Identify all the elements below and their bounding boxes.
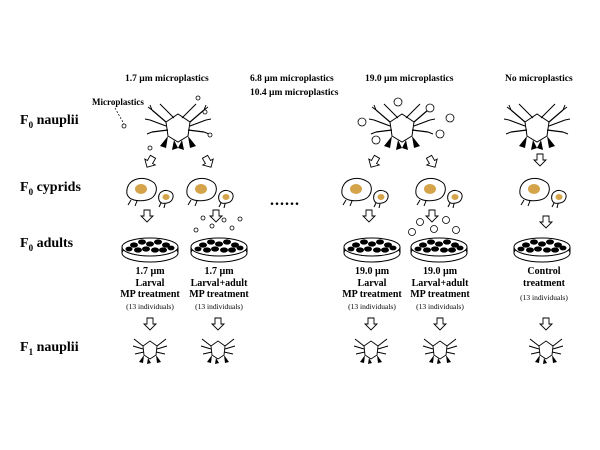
microplastics-label: Microplastics bbox=[92, 97, 144, 107]
treatment-3: 19.0 µm Larval MP treatment (13 individu… bbox=[332, 266, 412, 312]
header-col2a: 6.8 µm microplastics bbox=[250, 74, 334, 84]
microplastics-pointer bbox=[114, 107, 125, 125]
stage-subscript: 0 bbox=[28, 119, 34, 130]
arrow-n-c-3 bbox=[365, 153, 383, 171]
treatment-line1: 1.7 µm bbox=[204, 266, 234, 277]
treatment-line3: MP treatment bbox=[120, 289, 180, 300]
stage-f1-nauplii: F1 nauplii bbox=[20, 340, 79, 357]
stage-name: cyprids bbox=[33, 180, 81, 195]
cyprid-2 bbox=[186, 177, 234, 209]
treatment-line1: 19.0 µm bbox=[354, 266, 390, 277]
header-col3: 19.0 µm microplastics bbox=[365, 74, 454, 84]
dish-4 bbox=[410, 237, 468, 263]
treatment-note: (13 individuals) bbox=[348, 301, 396, 311]
f1-nauplius-4 bbox=[422, 338, 458, 365]
f1-nauplius-1 bbox=[132, 338, 168, 365]
arrow-a-f1-5 bbox=[539, 317, 553, 331]
stage-f0-cyprids: F0 cyprids bbox=[20, 180, 81, 197]
arrow-a-f1-3 bbox=[364, 317, 378, 331]
treatment-line1: Control bbox=[527, 266, 561, 277]
treatment-4: 19.0 µm Larval+adult MP treatment (13 in… bbox=[400, 266, 480, 312]
stage-f0-nauplii: F0 nauplii bbox=[20, 113, 79, 130]
arrow-c-a-5 bbox=[539, 215, 553, 229]
stage-letter: F bbox=[20, 180, 29, 195]
header-col4: No microplastics bbox=[505, 74, 573, 84]
cyprid-5 bbox=[519, 177, 567, 209]
arrow-a-f1-1 bbox=[143, 317, 157, 331]
arrow-n-c-1 bbox=[141, 153, 159, 171]
treatment-line3: MP treatment bbox=[189, 289, 249, 300]
treatment-2: 1.7 µm Larval+adult MP treatment (13 ind… bbox=[179, 266, 259, 312]
ellipsis: ...... bbox=[270, 192, 300, 209]
arrow-n-c-4 bbox=[423, 153, 441, 171]
treatment-line3: MP treatment bbox=[410, 289, 470, 300]
treatment-line1: 1.7 µm bbox=[135, 266, 165, 277]
f1-nauplius-2 bbox=[200, 338, 236, 365]
treatment-line2: Larval bbox=[357, 277, 387, 289]
f1-nauplius-3 bbox=[353, 338, 389, 365]
treatment-line1: 19.0 µm bbox=[422, 266, 458, 277]
stage-letter: F bbox=[20, 236, 29, 251]
cyprid-3 bbox=[341, 177, 389, 209]
arrow-c-a-4 bbox=[425, 209, 439, 223]
treatment-note: (13 individuals) bbox=[195, 301, 243, 311]
cyprid-1 bbox=[126, 177, 174, 209]
cyprid-4 bbox=[415, 177, 463, 209]
arrow-c-a-2 bbox=[209, 209, 223, 223]
stage-name: nauplii bbox=[33, 113, 79, 128]
dish-5 bbox=[513, 237, 571, 263]
header-col2b: 10.4 µm microplastics bbox=[250, 88, 339, 98]
treatment-note: (13 individuals) bbox=[126, 301, 174, 311]
arrow-c-a-3 bbox=[362, 209, 376, 223]
treatment-line2: treatment bbox=[522, 277, 566, 289]
arrow-n-c-5 bbox=[533, 153, 547, 167]
dish-2 bbox=[190, 237, 248, 263]
treatment-line2: Larval+adult bbox=[411, 277, 469, 289]
treatment-1: 1.7 µm Larval MP treatment (13 individua… bbox=[110, 266, 190, 312]
stage-letter: F bbox=[20, 113, 29, 128]
treatment-note: (13 individuals) bbox=[416, 301, 464, 311]
nauplius-col4 bbox=[503, 103, 571, 151]
stage-subscript: 0 bbox=[28, 186, 34, 197]
arrow-c-a-1 bbox=[140, 209, 154, 223]
treatment-line2: Larval bbox=[135, 277, 165, 289]
stage-name: nauplii bbox=[33, 340, 79, 355]
dish-3 bbox=[343, 237, 401, 263]
f1-nauplius-5 bbox=[528, 338, 564, 365]
stage-subscript: 1 bbox=[28, 346, 34, 357]
stage-letter: F bbox=[20, 340, 29, 355]
adult-particles bbox=[193, 215, 460, 236]
stage-name: adults bbox=[33, 236, 74, 251]
stage-subscript: 0 bbox=[28, 242, 34, 253]
treatment-line3: MP treatment bbox=[342, 289, 402, 300]
treatment-note: (13 individuals) bbox=[520, 293, 568, 302]
arrow-a-f1-2 bbox=[211, 317, 225, 331]
treatment-line2: Larval+adult bbox=[190, 277, 248, 289]
header-col1: 1.7 µm microplastics bbox=[125, 74, 209, 84]
dish-1 bbox=[121, 237, 179, 263]
stage-f0-adults: F0 adults bbox=[20, 236, 73, 253]
arrow-a-f1-4 bbox=[433, 317, 447, 331]
microplastic-particles bbox=[121, 95, 455, 151]
arrow-n-c-2 bbox=[199, 153, 217, 171]
nauplius-col1 bbox=[144, 103, 212, 151]
treatment-5: Control treatment (13 individuals) bbox=[504, 266, 584, 304]
